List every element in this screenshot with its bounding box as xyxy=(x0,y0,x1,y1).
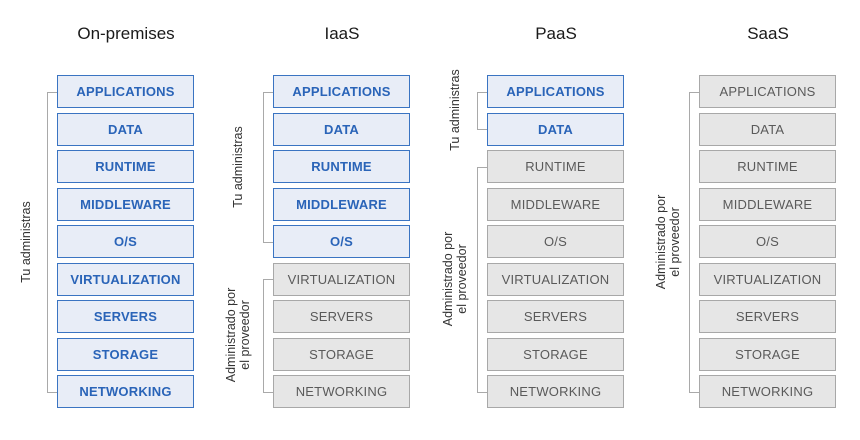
layer-box: APPLICATIONS xyxy=(699,75,836,108)
group-bracket xyxy=(263,91,264,242)
layer-box: SERVERS xyxy=(699,300,836,333)
layer-box: VIRTUALIZATION xyxy=(273,262,410,296)
layer-box: O/S xyxy=(699,225,836,258)
layer-box: STORAGE xyxy=(273,337,410,371)
layer-box: NETWORKING xyxy=(273,375,410,408)
layer-box: MIDDLEWARE xyxy=(487,187,624,221)
bracket-tick xyxy=(263,391,273,393)
layer-box: MIDDLEWARE xyxy=(699,187,836,221)
group-label: Tu administras xyxy=(19,200,33,283)
column-title: SaaS xyxy=(747,24,789,43)
group-bracket xyxy=(689,91,690,392)
bracket-tick xyxy=(477,166,487,168)
layer-box: SERVERS xyxy=(57,300,194,333)
layer-box: NETWORKING xyxy=(57,375,194,408)
bracket-tick xyxy=(477,129,487,130)
layer-box: MIDDLEWARE xyxy=(273,187,410,221)
bracket-tick xyxy=(47,391,57,393)
layer-box: NETWORKING xyxy=(699,375,836,408)
layer-box: DATA xyxy=(273,112,410,146)
layer-box: VIRTUALIZATION xyxy=(699,262,836,296)
layer-box: STORAGE xyxy=(699,337,836,371)
group-label: Administrado por el proveedor xyxy=(224,288,252,383)
group-label: Administrado por el proveedor xyxy=(441,231,469,327)
layer-box: SERVERS xyxy=(273,300,410,333)
bracket-tick xyxy=(263,241,273,243)
group-bracket xyxy=(263,279,264,392)
group-label: Tu administras xyxy=(448,69,462,152)
layer-box: O/S xyxy=(273,225,410,258)
layer-box: RUNTIME xyxy=(487,150,624,183)
layer-box: SERVERS xyxy=(487,300,624,333)
layer-box: APPLICATIONS xyxy=(57,75,194,108)
group-bracket xyxy=(477,91,478,129)
column-title: PaaS xyxy=(535,24,577,43)
group-label: Tu administras xyxy=(231,125,245,208)
layer-box: APPLICATIONS xyxy=(487,75,624,108)
column-title: IaaS xyxy=(324,24,360,43)
bracket-tick xyxy=(263,91,273,93)
bracket-tick xyxy=(263,279,273,280)
layer-box: RUNTIME xyxy=(699,150,836,183)
group-bracket xyxy=(477,166,478,392)
layer-box: DATA xyxy=(699,112,836,146)
layer-box: RUNTIME xyxy=(273,150,410,183)
layer-box: MIDDLEWARE xyxy=(57,187,194,221)
layer-box: VIRTUALIZATION xyxy=(57,262,194,296)
layer-box: STORAGE xyxy=(487,337,624,371)
layer-box: DATA xyxy=(57,112,194,146)
layer-box: O/S xyxy=(487,225,624,258)
layer-box: O/S xyxy=(57,225,194,258)
bracket-tick xyxy=(477,91,487,93)
layer-box: RUNTIME xyxy=(57,150,194,183)
layer-box: STORAGE xyxy=(57,337,194,371)
bracket-tick xyxy=(47,91,57,93)
column-title: On-premises xyxy=(77,24,175,43)
group-bracket xyxy=(47,91,48,392)
layer-box: NETWORKING xyxy=(487,375,624,408)
layer-box: VIRTUALIZATION xyxy=(487,262,624,296)
group-label: Administrado por el proveedor xyxy=(654,194,682,289)
bracket-tick xyxy=(477,391,487,393)
bracket-tick xyxy=(689,391,699,393)
bracket-tick xyxy=(689,91,699,93)
layer-box: DATA xyxy=(487,112,624,146)
layer-box: APPLICATIONS xyxy=(273,75,410,108)
